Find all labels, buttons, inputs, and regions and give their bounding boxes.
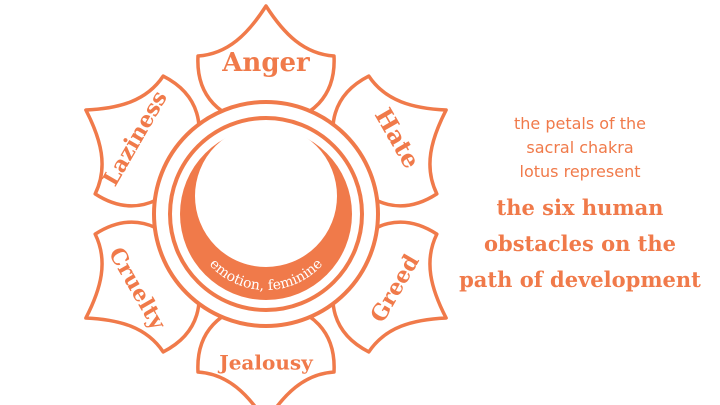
petal-label: Jealousy	[217, 351, 314, 375]
caption-intro-line: the petals of the	[513, 114, 647, 133]
caption-headline-line: path of development	[459, 267, 701, 292]
caption-intro-line: lotus represent	[519, 162, 641, 181]
crescent-cutout	[195, 125, 337, 267]
lotus-diagram: emotion, feminine AngerHateGreedJealousy…	[84, 4, 448, 405]
petal-label: Anger	[221, 48, 310, 78]
petal	[196, 4, 336, 126]
caption-block: the petals of the sacral chakra lotus re…	[455, 112, 705, 298]
petal	[196, 302, 336, 405]
caption-headline-line: obstacles on the	[484, 231, 676, 256]
caption-headline-line: the six human	[496, 195, 664, 220]
caption-intro-line: sacral chakra	[526, 138, 634, 157]
caption-headline: the six human obstacles on the path of d…	[455, 190, 705, 298]
